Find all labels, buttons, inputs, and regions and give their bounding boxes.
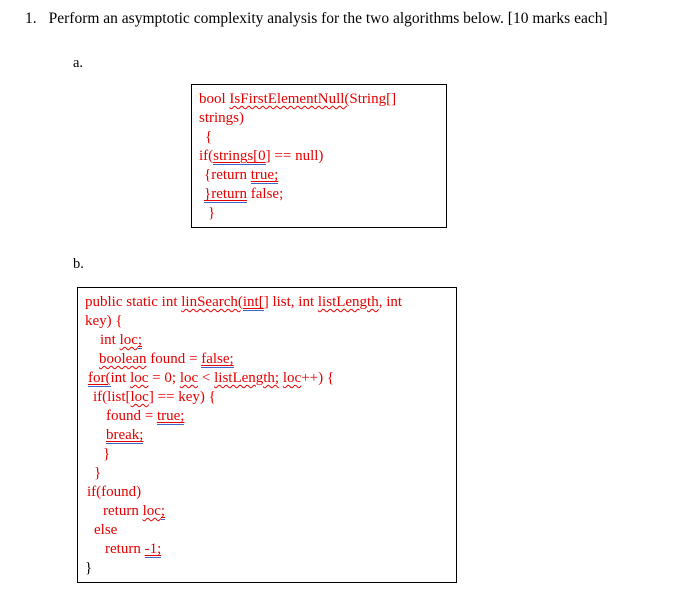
part-a-label: a. — [73, 55, 84, 71]
code-segment: = 0; — [148, 370, 180, 386]
code-line: else — [85, 521, 450, 540]
code-segment: int[ — [242, 294, 264, 311]
code-segment: found = — [146, 351, 202, 367]
code-segment: return — [105, 541, 145, 557]
code-segment: return — [103, 503, 143, 519]
code-line: return -1; — [85, 540, 450, 559]
code-line: }return false; — [199, 185, 440, 204]
code-line: } — [85, 464, 450, 483]
code-line: {return true; — [199, 166, 440, 185]
code-segment: String[] — [349, 91, 397, 107]
code-line: } — [85, 445, 450, 464]
code-segment: false; — [247, 186, 284, 202]
code-segment: ; — [137, 332, 143, 349]
part-b-label: b. — [73, 256, 84, 272]
code-segment: loc — [130, 370, 149, 386]
code-segment: , int — [378, 294, 403, 310]
code-box-b: public static int linSearch(int[] list, … — [77, 287, 457, 583]
code-segment: if( — [199, 148, 214, 164]
code-line: if(list[loc] == key) { — [85, 388, 450, 407]
code-segment: loc — [282, 370, 302, 386]
code-line: if(found) — [85, 483, 450, 502]
code-segment: for( — [88, 370, 111, 387]
code-segment: ++) { — [301, 370, 335, 386]
code-segment: found = — [106, 408, 157, 424]
code-segment: strings) — [199, 110, 244, 126]
code-segment: if(list[ — [93, 389, 131, 405]
question-text: Perform an asymptotic complexity analysi… — [48, 10, 608, 27]
code-box-a: bool IsFirstElementNull(String[]strings)… — [191, 84, 447, 228]
code-segment: boolean — [99, 351, 147, 367]
code-line: } — [85, 559, 450, 578]
code-segment: { — [205, 129, 213, 145]
code-line: return loc; — [85, 502, 450, 521]
code-segment: } — [85, 560, 93, 576]
code-segment: break; — [106, 427, 144, 444]
code-line: boolean found = false; — [85, 350, 450, 369]
code-segment: true; — [156, 408, 185, 425]
code-line: public static int linSearch(int[] list, … — [85, 293, 450, 312]
code-segment: bool — [199, 91, 230, 107]
question-line: 1. Perform an asymptotic complexity analy… — [25, 10, 608, 28]
code-segment: listLength; — [214, 370, 280, 386]
code-segment: if(found) — [87, 484, 142, 500]
code-segment: key) { — [85, 313, 123, 329]
code-segment: ] == null) — [265, 148, 324, 164]
code-segment: }return — [204, 186, 248, 203]
code-segment: loc — [130, 389, 149, 405]
code-segment: ; — [160, 503, 166, 520]
code-line: key) { — [85, 312, 450, 331]
code-segment: } — [208, 205, 216, 221]
code-segment: else — [94, 522, 118, 538]
code-segment: ] list, int — [263, 294, 318, 310]
code-segment: {return — [204, 167, 251, 183]
code-segment: -1; — [144, 541, 162, 558]
code-segment: loc — [119, 332, 138, 348]
code-segment: int — [110, 370, 131, 386]
code-segment: < — [198, 370, 215, 386]
code-segment: ] == key) { — [148, 389, 216, 405]
code-line: break; — [85, 426, 450, 445]
code-segment: } — [103, 446, 111, 462]
code-line: int loc; — [85, 331, 450, 350]
code-segment: int — [100, 332, 120, 348]
code-line: for(int loc = 0; loc < listLength; loc++… — [85, 369, 450, 388]
code-line: { — [199, 128, 440, 147]
question-number: 1. — [25, 10, 37, 27]
code-segment: listLength — [317, 294, 379, 310]
code-segment: false; — [201, 351, 234, 368]
code-segment: loc — [179, 370, 199, 386]
code-segment: } — [94, 465, 102, 481]
code-line: found = true; — [85, 407, 450, 426]
code-segment: public static int — [85, 294, 182, 310]
code-line: bool IsFirstElementNull(String[] — [199, 90, 440, 109]
code-segment: strings[0 — [213, 148, 266, 165]
code-line: } — [199, 204, 440, 223]
code-segment: true; — [250, 167, 279, 184]
code-line: strings) — [199, 109, 440, 128]
code-segment: linSearch( — [181, 294, 243, 310]
code-segment: IsFirstElementNull( — [229, 91, 350, 107]
code-segment: loc — [142, 503, 161, 519]
code-line: if(strings[0] == null) — [199, 147, 440, 166]
